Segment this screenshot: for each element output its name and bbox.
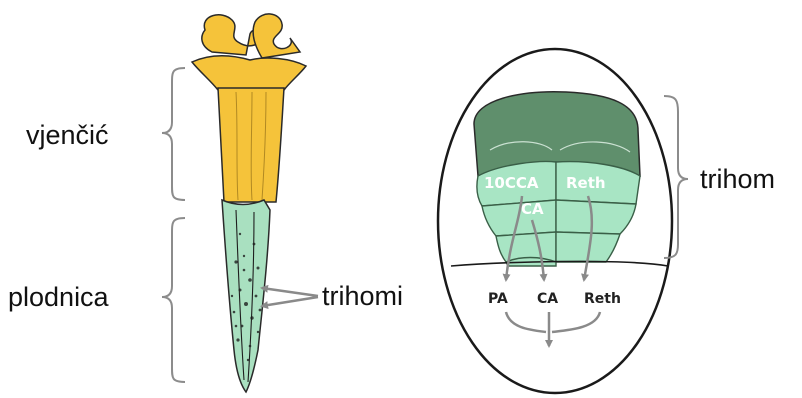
- cell-label-ca: CA: [521, 200, 544, 218]
- flower-illustration: [192, 14, 306, 392]
- ovary: [222, 200, 270, 392]
- flow-label-ca: CA: [537, 291, 558, 307]
- cell-label-10cca: 10CCA: [484, 174, 539, 192]
- bracket-corolla: [162, 68, 185, 200]
- flow-label-reth: Reth: [584, 291, 621, 307]
- trichome-illustration: 10CCA Reth CA PA CA Reth: [438, 49, 672, 393]
- cell-label-reth: Reth: [566, 174, 606, 192]
- corolla-flare: [192, 56, 306, 90]
- label-trichome: trihom: [700, 164, 775, 194]
- label-trichomes: trihomi: [322, 281, 403, 311]
- label-ovary: plodnica: [8, 282, 110, 312]
- flow-label-pa: PA: [488, 291, 508, 307]
- bracket-ovary: [162, 218, 185, 382]
- petal-curl-right: [253, 14, 300, 58]
- trichome-pointers: [262, 288, 318, 306]
- label-corolla: vjenčić: [26, 120, 109, 150]
